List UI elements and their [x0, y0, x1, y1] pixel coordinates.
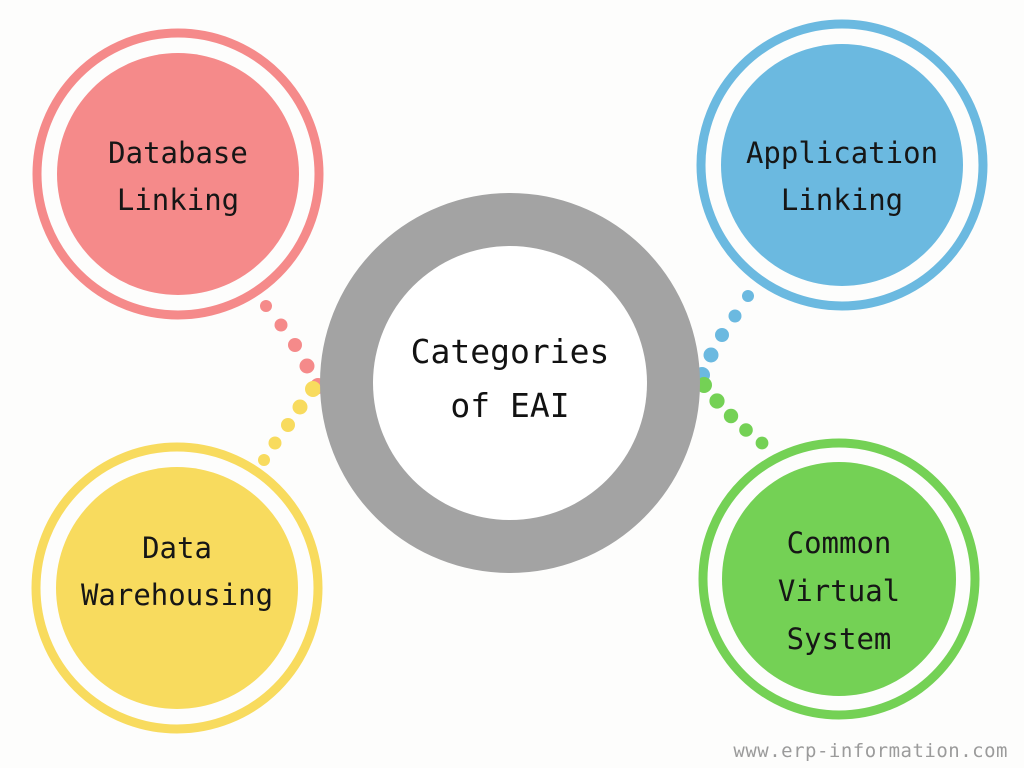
node-data-warehousing[interactable]: Data Warehousing	[31, 442, 323, 734]
connector-dot	[281, 418, 295, 432]
connector-dot	[742, 290, 754, 302]
node-inner-disc	[56, 467, 298, 709]
connector-dot	[703, 347, 719, 363]
node-inner-disc	[57, 53, 299, 295]
node-label-line-2: Warehousing	[81, 578, 273, 612]
connector-dot	[288, 338, 302, 352]
node-label-line-1: Common	[787, 526, 892, 560]
connector-dot	[305, 381, 321, 397]
node-common-virtual-system[interactable]: Common Virtual System	[698, 438, 980, 720]
connector-application-linking	[694, 290, 754, 383]
connector-dot	[728, 309, 742, 323]
node-outer-ring	[32, 28, 324, 320]
connector-dot	[715, 328, 729, 342]
node-inner-disc	[722, 462, 956, 696]
node-label-line-2: Virtual	[778, 574, 900, 608]
node-database-linking[interactable]: Database Linking	[32, 28, 324, 320]
connector-dot	[268, 436, 282, 450]
node-application-linking[interactable]: Application Linking	[696, 19, 988, 311]
node-outer-ring	[31, 442, 323, 734]
connector-dot	[274, 318, 288, 332]
connector-dot	[258, 454, 270, 466]
connector-database-linking	[260, 300, 326, 394]
center-label-line-1: Categories	[411, 332, 610, 371]
node-label-line-2: Linking	[117, 183, 239, 217]
node-outer-ring	[698, 438, 980, 720]
node-label-line-1: Data	[142, 531, 212, 565]
connector-dot	[739, 423, 753, 437]
center-ring	[320, 193, 700, 573]
center-label-line-2: of EAI	[450, 386, 569, 425]
connector-data-warehousing	[258, 381, 321, 466]
center-inner-disc	[373, 246, 647, 520]
node-label-line-1: Database	[108, 136, 248, 170]
connector-common-virtual-system	[696, 377, 769, 450]
watermark: www.erp-information.com	[733, 740, 1008, 762]
connector-dot	[292, 399, 308, 415]
center-hub[interactable]: Categories of EAI	[320, 193, 700, 573]
node-outer-ring	[696, 19, 988, 311]
connector-dot	[709, 393, 725, 409]
connector-dot	[260, 300, 272, 312]
node-label-line-3: System	[787, 622, 892, 656]
node-inner-disc	[721, 44, 963, 286]
connector-dot	[723, 408, 739, 424]
node-label-line-2: Linking	[781, 183, 903, 217]
node-label-line-1: Application	[746, 136, 938, 170]
connector-dot	[299, 358, 315, 374]
connector-dot	[696, 377, 712, 393]
connector-dot	[755, 436, 769, 450]
